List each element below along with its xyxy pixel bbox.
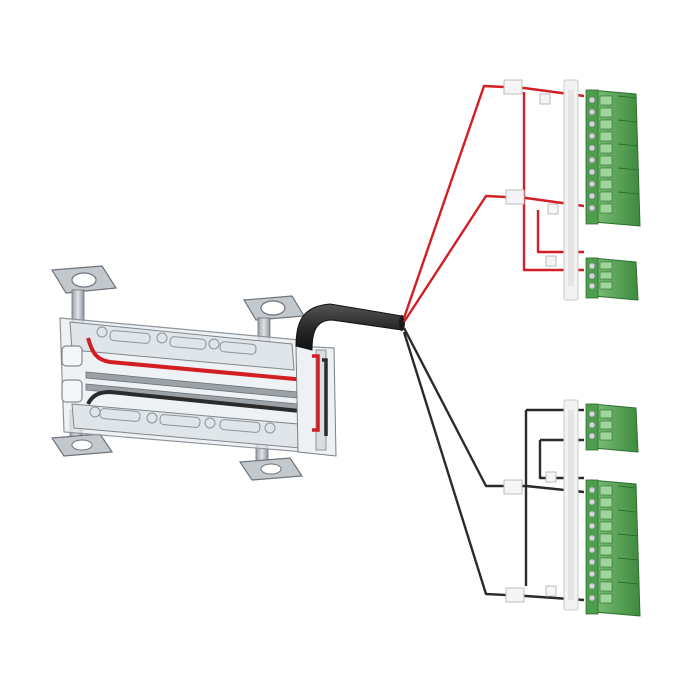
terminal-block-icon-black-4 — [585, 403, 639, 453]
mounting-foot-top-right — [242, 295, 306, 357]
cable-sleeve-end — [399, 315, 405, 331]
board-clip-upper — [61, 345, 83, 367]
terminal-block-icon-red-10 — [585, 89, 641, 227]
busbar-end-connector — [295, 345, 337, 457]
terminal-block-icon-red-4 — [585, 257, 639, 301]
cable-sleeve-icon — [295, 303, 403, 351]
wire-harness-black — [402, 327, 585, 602]
busbar-black-wire — [86, 390, 323, 434]
board-clip-lower — [61, 379, 83, 403]
busbar-assembly-icon — [50, 265, 337, 481]
busbar-red-wire — [86, 337, 308, 382]
board-cutouts-lower — [89, 406, 276, 434]
terminal-block-icon-black-10 — [585, 479, 641, 617]
board-cutouts-upper — [96, 326, 257, 355]
terminal-bracket-icon-top — [503, 79, 579, 301]
terminal-bracket-icon-bottom — [503, 399, 579, 611]
mounting-foot-top-left — [50, 265, 118, 331]
